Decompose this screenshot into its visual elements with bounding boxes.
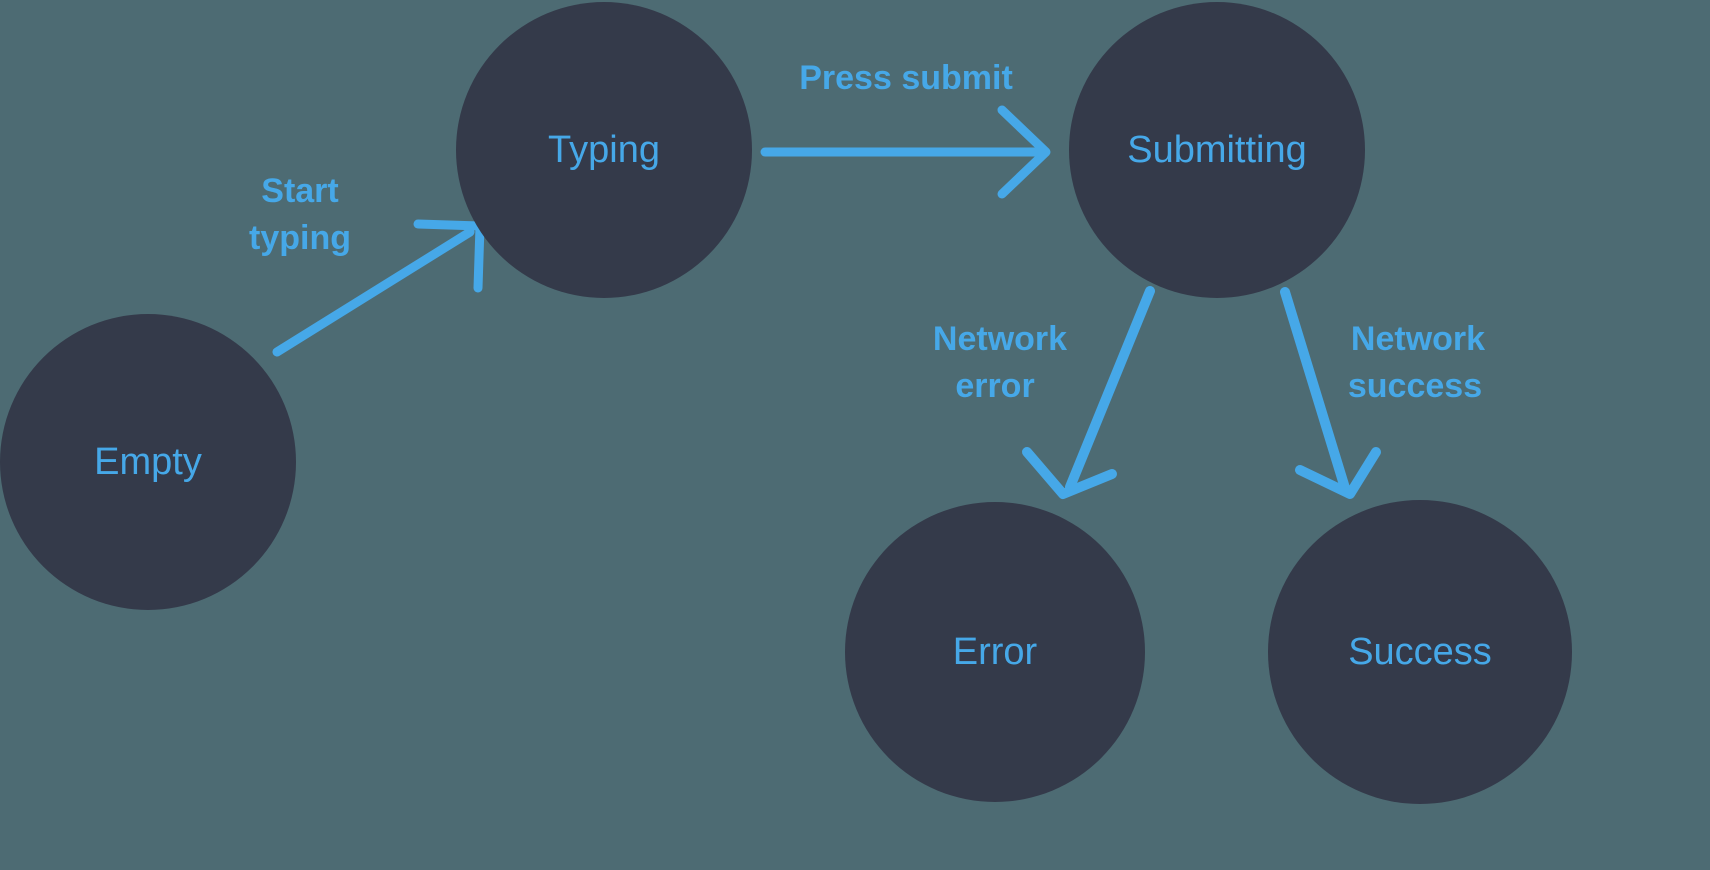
state-node-success[interactable]: Success	[1268, 500, 1572, 804]
network-error-label-line-1: Network	[933, 320, 1067, 358]
typing-label: Typing	[548, 129, 660, 171]
network-success-label-line-1: Network	[1351, 320, 1485, 358]
empty-circle	[0, 314, 296, 610]
network-success-label-line-2: success	[1348, 367, 1482, 405]
network-success-arrow-shaft	[1280, 287, 1350, 493]
error-label: Error	[953, 631, 1038, 673]
state-node-error[interactable]: Error	[845, 502, 1145, 802]
typing-circle	[456, 2, 752, 298]
submitting-circle	[1069, 2, 1365, 298]
press-submit-label: Press submit	[799, 59, 1013, 97]
empty-label: Empty	[94, 441, 202, 483]
press-submit-arrow-head	[997, 105, 1051, 199]
network-success-arrow-head	[1295, 447, 1381, 499]
error-circle	[845, 502, 1145, 802]
start-typing-label-line-1: Start	[261, 172, 338, 210]
transition-network-success[interactable]: Network success	[1280, 287, 1485, 499]
start-typing-label-line-2: typing	[249, 219, 351, 257]
state-node-empty[interactable]: Empty	[0, 314, 296, 610]
state-node-submitting[interactable]: Submitting	[1069, 2, 1365, 298]
network-error-label-line-2: error	[955, 367, 1034, 405]
network-error-arrow-shaft	[1065, 286, 1155, 492]
success-circle	[1268, 500, 1572, 804]
submitting-label: Submitting	[1127, 129, 1307, 171]
start-typing-arrow-shaft	[272, 227, 475, 357]
success-label: Success	[1348, 631, 1492, 673]
state-node-typing[interactable]: Typing	[456, 2, 752, 298]
transition-network-error[interactable]: Network error	[933, 286, 1155, 499]
transition-press-submit[interactable]: Press submit	[760, 59, 1051, 199]
network-error-arrow-head	[1022, 447, 1117, 499]
